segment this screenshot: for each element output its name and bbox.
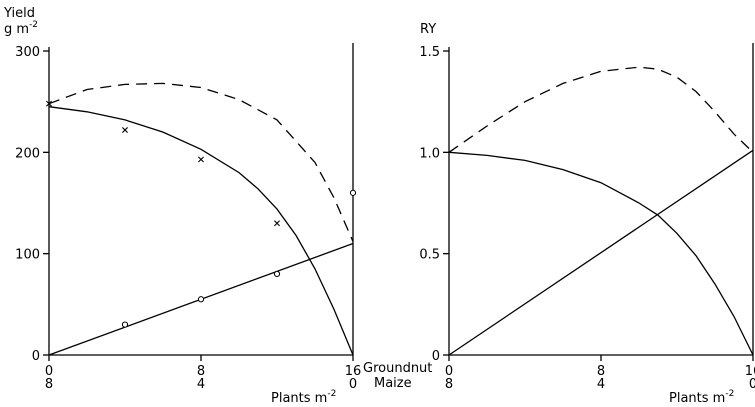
x-axis-label-superscript: -2 bbox=[327, 389, 336, 399]
y-axis-label-line1: Yield bbox=[3, 6, 35, 21]
y-tick-label: 0 bbox=[32, 349, 40, 364]
y-tick-label: 200 bbox=[15, 146, 40, 161]
relative-yield-panel: 00.51.01.50884160Plants m-2RY bbox=[419, 22, 755, 406]
y-tick-label: 0 bbox=[432, 349, 440, 364]
x-tick-label: 8 bbox=[597, 364, 605, 379]
y-tick-label: 1.5 bbox=[419, 45, 440, 60]
row-label-groundnut: Groundnut bbox=[363, 361, 432, 376]
x-axis-label-superscript: -2 bbox=[725, 389, 734, 399]
x-tick-label-row2: 4 bbox=[597, 377, 605, 392]
y-tick-label: 300 bbox=[15, 45, 40, 60]
x-axis-label-text: Plants m bbox=[669, 391, 725, 406]
series-line-2 bbox=[448, 66, 754, 153]
y-tick-label: 1.0 bbox=[419, 146, 440, 161]
x-tick-label-row2: 8 bbox=[445, 377, 453, 392]
data-point-circle bbox=[349, 189, 357, 196]
x-tick-label: 0 bbox=[445, 364, 453, 379]
y-tick-label: 0.5 bbox=[419, 248, 440, 263]
data-point-cross bbox=[122, 127, 128, 134]
y-axis-label-line2: g m-2 bbox=[4, 20, 38, 37]
data-point-circle bbox=[121, 321, 129, 328]
row-label-maize: Maize bbox=[374, 376, 412, 391]
series-line-2 bbox=[48, 82, 354, 242]
x-axis-label: Plants m-2 bbox=[669, 389, 734, 406]
y-axis-label-superscript: -2 bbox=[29, 20, 38, 30]
data-point-circle bbox=[197, 296, 205, 303]
y-tick-label: 100 bbox=[15, 248, 40, 263]
x-tick-label: 16 bbox=[345, 364, 362, 379]
x-tick-label-row2: 4 bbox=[197, 377, 205, 392]
x-tick-label-row2: 0 bbox=[749, 377, 755, 392]
y-axis-label-unit: g m bbox=[4, 22, 29, 37]
series-line-0 bbox=[448, 151, 754, 356]
x-axis-label: Plants m-2 bbox=[271, 389, 336, 406]
x-tick-label: 0 bbox=[45, 364, 53, 379]
y-axis-label: RY bbox=[420, 22, 436, 37]
x-axis-label-text: Plants m bbox=[271, 391, 327, 406]
x-tick-label-row2: 0 bbox=[349, 377, 357, 392]
data-point-cross bbox=[274, 220, 280, 227]
series-line-0 bbox=[48, 106, 354, 356]
x-tick-label: 16 bbox=[745, 364, 755, 379]
data-point-cross bbox=[198, 156, 204, 163]
data-point-circle bbox=[273, 270, 281, 278]
series-line-1 bbox=[448, 149, 754, 356]
x-tick-label: 8 bbox=[197, 364, 205, 379]
x-tick-label-row2: 8 bbox=[45, 377, 53, 392]
